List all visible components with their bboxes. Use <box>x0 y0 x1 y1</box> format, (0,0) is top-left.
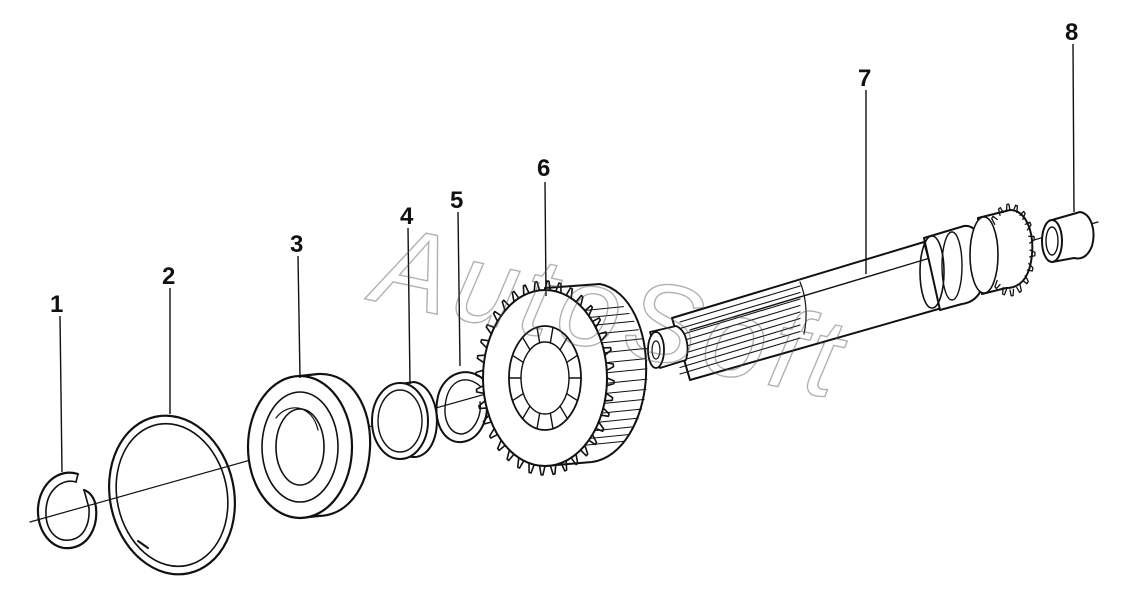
part-4-spacer-ring <box>371 381 438 460</box>
leader-line-5 <box>457 211 461 367</box>
callouts: 1 2 3 4 5 6 7 8 <box>50 19 1078 318</box>
callout-2: 2 <box>162 263 175 290</box>
leader-line-6 <box>544 181 547 297</box>
callout-1: 1 <box>50 291 63 318</box>
part-8-bushing <box>1041 211 1095 263</box>
callout-5: 5 <box>450 187 463 214</box>
callout-4: 4 <box>400 203 414 230</box>
callout-3: 3 <box>290 231 303 258</box>
callout-8: 8 <box>1065 19 1078 46</box>
part-5-circlip <box>435 371 488 444</box>
part-1-snap-ring <box>36 471 98 550</box>
part-3-bearing <box>246 372 372 520</box>
gear-teeth <box>475 280 648 476</box>
leader-line-8 <box>1072 43 1075 213</box>
shaft-splines <box>679 281 807 375</box>
part-7-shaft <box>647 203 1036 381</box>
gear-splines <box>508 326 582 430</box>
callout-7: 7 <box>858 65 871 92</box>
leader-line-1 <box>59 315 63 473</box>
leader-line-3 <box>297 255 301 379</box>
leader-lines <box>59 43 1075 473</box>
callout-6: 6 <box>537 155 550 182</box>
part-6-gear <box>475 280 648 476</box>
leader-line-4 <box>407 227 411 385</box>
part-2-retaining-ring <box>108 414 236 576</box>
